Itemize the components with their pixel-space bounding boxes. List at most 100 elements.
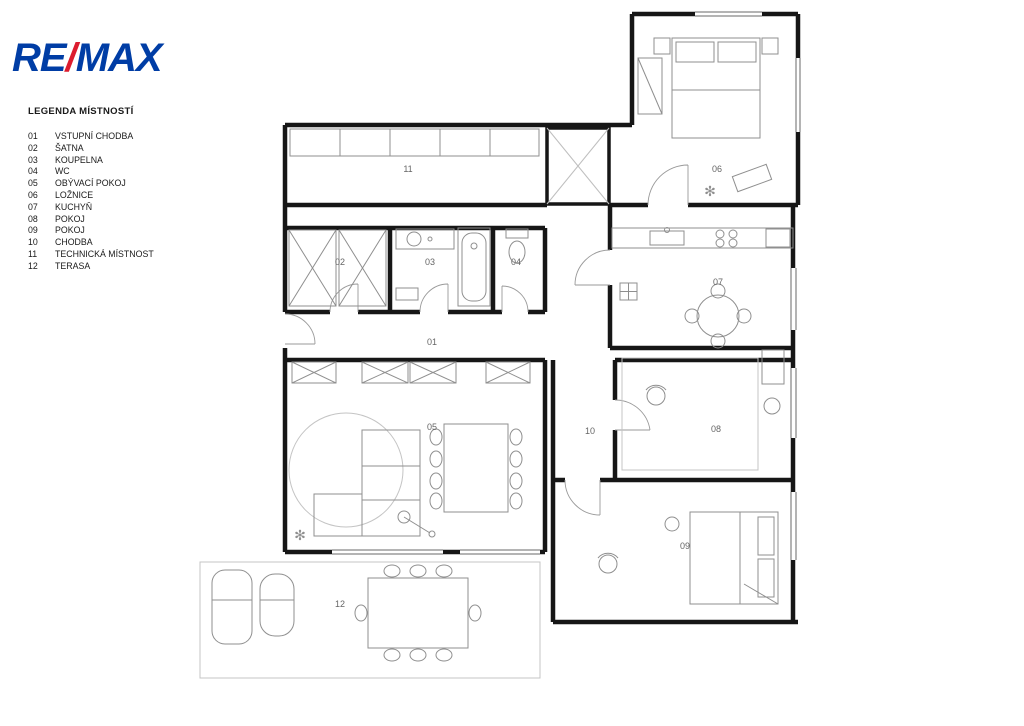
legend-room-name: CHODBA — [55, 237, 93, 248]
nightstand-icon — [653, 37, 671, 55]
kitchen-table — [684, 283, 752, 349]
kitchen-sink — [649, 227, 685, 246]
legend-room-name: LOŽNICE — [55, 189, 94, 200]
sofa — [313, 429, 421, 537]
room-label-07: 07 — [713, 277, 723, 287]
legend-room-number: 06 — [28, 189, 38, 200]
terrace-outline — [199, 561, 541, 679]
legend-room-number: 01 — [28, 131, 38, 141]
bench-06 — [731, 163, 773, 193]
nightstand-icon — [761, 37, 779, 55]
room-label-10: 10 — [585, 426, 595, 436]
room-label-09: 09 — [680, 541, 690, 551]
legend-room-name: POKOJ — [55, 213, 85, 224]
side-table-08 — [763, 397, 781, 415]
window-living — [460, 549, 540, 555]
legend-row: 11 TECHNICKÁ MÍSTNOST — [28, 249, 238, 261]
room-label-12: 12 — [335, 599, 345, 609]
legend-row: 12 TERASA — [28, 261, 238, 273]
legend-room-number: 08 — [28, 213, 38, 224]
window-bedroom-right — [795, 58, 801, 132]
legend-room-name: POKOJ — [55, 225, 85, 236]
room-label-05: 05 — [427, 422, 437, 432]
legend-row: 01 VSTUPNÍ CHODBA — [28, 131, 238, 143]
door-kitchen — [574, 249, 611, 286]
cooktop — [715, 229, 738, 248]
legend-row: 08 POKOJ — [28, 214, 238, 226]
room-number-labels: 01 02 03 04 05 06 07 08 09 10 11 12 — [335, 164, 723, 609]
doors-layer — [284, 164, 689, 516]
door-entrance — [284, 313, 316, 345]
window-bedroom-top — [695, 11, 762, 17]
legend-room-number: 02 — [28, 142, 38, 153]
plant-icon: ✻ — [294, 527, 306, 543]
room-label-04: 04 — [511, 257, 521, 267]
legend-room-name: KOUPELNA — [55, 154, 103, 165]
rug — [288, 412, 404, 528]
terrace-table — [367, 577, 469, 649]
legend-room-name: OBÝVACÍ POKOJ — [55, 178, 126, 189]
windows-layer — [332, 11, 801, 560]
room-legend: LEGENDA MÍSTNOSTÍ 01 VSTUPNÍ CHODBA 02 ŠAT… — [28, 106, 238, 273]
dining-table — [443, 423, 509, 513]
shaft-cross — [546, 127, 610, 205]
door-room09 — [564, 479, 601, 516]
lounger — [259, 573, 295, 637]
legend-title: LEGENDA MÍSTNOSTÍ — [28, 106, 134, 117]
bathtub — [457, 227, 491, 307]
legend-row: 06 LOŽNICE — [28, 190, 238, 202]
cabinet-08 — [761, 349, 785, 385]
window-kitchen — [790, 268, 797, 330]
floor-lamp — [397, 510, 436, 538]
room-label-01: 01 — [427, 337, 437, 347]
nightstand-09 — [664, 516, 680, 532]
legend-room-name: WC — [55, 166, 70, 177]
window-room08 — [790, 368, 797, 438]
chair-09 — [597, 552, 619, 574]
legend-room-name: TECHNICKÁ MÍSTNOST — [55, 248, 154, 259]
window-living-door — [332, 549, 443, 555]
logo-re: RE — [12, 36, 67, 80]
legend-row: 04 WC — [28, 166, 238, 178]
room-label-08: 08 — [711, 424, 721, 434]
wardrobe-06 — [637, 57, 663, 115]
kitchen-counter — [611, 227, 794, 249]
door-room08 — [614, 399, 651, 431]
door-room03 — [419, 283, 449, 313]
legend-row: 02 ŠATNA — [28, 143, 238, 155]
storage-11 — [289, 128, 540, 157]
fridge — [765, 228, 791, 248]
room-label-02: 02 — [335, 257, 345, 267]
terrace-chairs — [354, 564, 482, 662]
legend-room-number: 10 — [28, 237, 38, 248]
bed-06 — [671, 37, 761, 139]
legend-room-number: 12 — [28, 260, 38, 271]
vanity-sink — [395, 228, 455, 250]
logo-max: MAX — [75, 36, 163, 80]
window-room09 — [790, 492, 797, 560]
plant-icon: ✻ — [704, 183, 716, 199]
wardrobe-02 — [288, 229, 337, 307]
column-drain — [619, 282, 638, 301]
legend-room-number: 04 — [28, 166, 38, 177]
legend-room-name: TERASA — [55, 260, 91, 271]
legend-room-number: 09 — [28, 225, 38, 236]
legend-room-number: 03 — [28, 154, 38, 165]
logo-slash: / — [65, 36, 77, 80]
legend-room-number: 11 — [28, 248, 38, 259]
legend-room-name: ŠATNA — [55, 142, 84, 153]
lounger — [211, 569, 253, 645]
toilet — [505, 228, 529, 264]
walls-layer — [282, 11, 801, 625]
legend-room-number: 07 — [28, 201, 38, 212]
room-label-06: 06 — [712, 164, 722, 174]
legend-room-name: VSTUPNÍ CHODBA — [55, 131, 134, 141]
furniture-layer: ✻ — [199, 37, 794, 679]
legend-row: 10 CHODBA — [28, 237, 238, 249]
hall-closets — [291, 361, 531, 384]
room-label-03: 03 — [425, 257, 435, 267]
door-room02 — [329, 283, 359, 313]
